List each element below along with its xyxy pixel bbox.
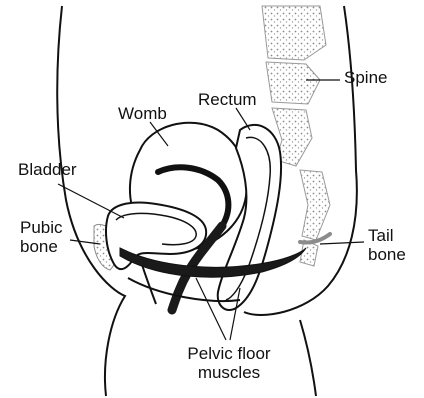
tail-bone-leader [320, 242, 364, 244]
pelvic-floor-muscles-label: Pelvic floor muscles [168, 344, 290, 382]
bladder-label: Bladder [18, 160, 77, 179]
tail-bone-label-line1: Tail [368, 226, 406, 245]
pubic-bone-label: Pubic bone [20, 218, 63, 256]
pelvic-floor-label-line2: muscles [168, 363, 290, 382]
pelvic-floor-label-line1: Pelvic floor [168, 344, 290, 363]
rectum-leader [236, 108, 250, 130]
tail-bone-label-line2: bone [368, 245, 406, 264]
bladder-leader [58, 184, 124, 218]
pubic-bone-label-line2: bone [20, 237, 63, 256]
spine-label: Spine [344, 68, 387, 87]
womb-label-text: Womb [118, 104, 167, 123]
rectum-label-text: Rectum [198, 90, 257, 109]
bladder-label-text: Bladder [18, 160, 77, 179]
rectum-label: Rectum [198, 90, 257, 109]
thigh-outline [300, 320, 316, 396]
womb-label: Womb [118, 104, 167, 123]
spine-label-text: Spine [344, 68, 387, 87]
tail-bone-label: Tail bone [368, 226, 406, 264]
pubic-bone-label-line1: Pubic [20, 218, 63, 237]
